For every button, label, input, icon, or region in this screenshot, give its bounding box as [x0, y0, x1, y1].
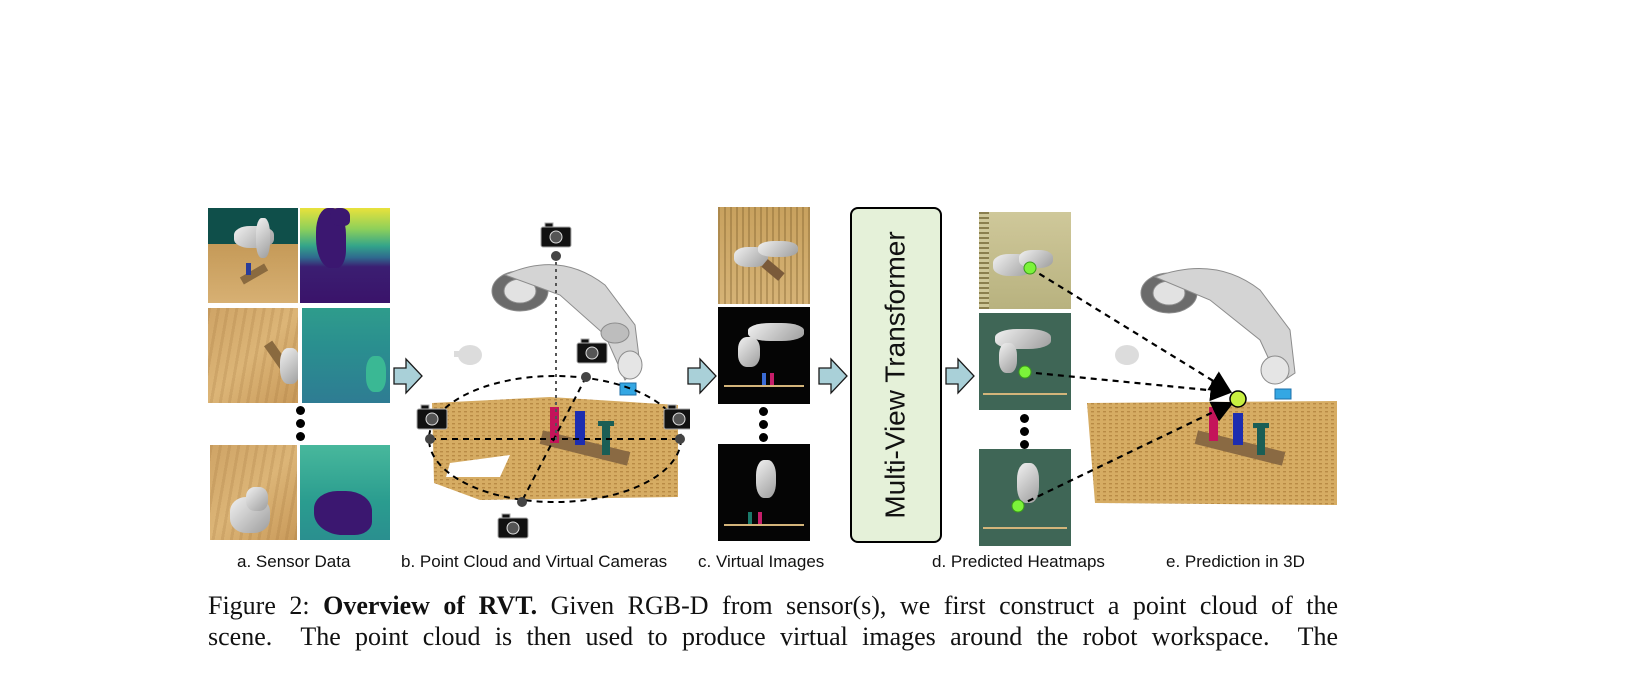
- ellipsis-dots: [296, 406, 306, 445]
- panel-label-e: e. Prediction in 3D: [1166, 552, 1305, 571]
- predicted-3d-point: [1229, 390, 1247, 408]
- panel-label-a: a. Sensor Data: [237, 552, 351, 571]
- arrow-icon-4: [945, 357, 975, 395]
- panel-label-b: b. Point Cloud and Virtual Cameras: [401, 552, 668, 571]
- virtual-image-side: [718, 444, 810, 541]
- ellipsis-dots: [759, 407, 769, 446]
- stacked-objects: [1209, 407, 1269, 455]
- heatmap-side: [979, 449, 1071, 546]
- heatmap-front: [979, 313, 1071, 410]
- caption-text: Given RGB-D from sensor(s), we first con…: [550, 591, 1339, 620]
- panel-label-d: d. Predicted Heatmaps: [932, 552, 1105, 571]
- rgb-image-side: [210, 445, 297, 540]
- heatmap-peak-point: [1023, 261, 1037, 275]
- depth-image-top: [302, 308, 390, 403]
- heatmap-top: [979, 212, 1071, 309]
- robot-arm: [491, 264, 643, 396]
- camera-icon: [416, 222, 690, 539]
- gripper-fragment: [454, 345, 482, 365]
- panel-label-c: c. Virtual Images: [698, 552, 825, 571]
- caption-line-2: scene. The point cloud is then used to p…: [208, 622, 1338, 651]
- virtual-image-top: [718, 207, 810, 304]
- rgb-image-front: [208, 208, 298, 303]
- table-point-cloud: [1087, 401, 1337, 505]
- point-cloud-panel: [416, 222, 690, 539]
- prediction-3d-panel: [1087, 268, 1337, 505]
- caption-title: Overview of RVT.: [323, 591, 538, 620]
- figure-number: Figure 2:: [208, 591, 310, 620]
- depth-image-side: [300, 445, 390, 540]
- arrow-icon-1: [393, 357, 423, 395]
- robot-arm: [1140, 268, 1296, 400]
- ellipsis-dots: [1020, 414, 1030, 453]
- arrow-icon-3: [818, 357, 848, 395]
- gripper-fragment: [1115, 345, 1139, 365]
- heatmap-peak-point: [1018, 365, 1032, 379]
- rgb-image-top: [208, 308, 298, 403]
- depth-image-front: [300, 208, 390, 303]
- virtual-image-front: [718, 307, 810, 404]
- multi-view-transformer-block: Multi-View Transformer: [850, 207, 942, 543]
- figure-caption: Figure 2: Overview of RVT. Given RGB-D f…: [208, 590, 1338, 652]
- caption-line-1: Figure 2: Overview of RVT. Given RGB-D f…: [208, 590, 1338, 621]
- heatmap-peak-point: [1011, 499, 1025, 513]
- arrow-icon-2: [687, 357, 717, 395]
